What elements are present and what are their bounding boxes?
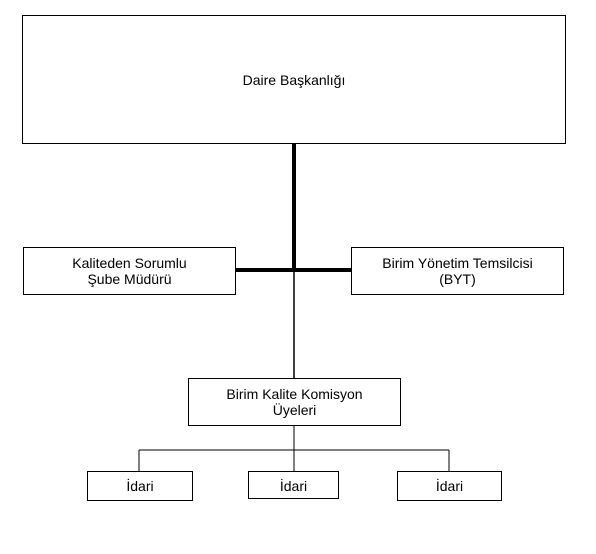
member-label: İdari	[435, 478, 464, 494]
member-box: İdari	[397, 471, 502, 501]
quality-manager-label: Kaliteden Sorumlu Şube Müdürü	[72, 255, 187, 287]
quality-committee-box: Birim Kalite Komisyon Üyeleri	[188, 378, 401, 426]
quality-manager-box: Kaliteden Sorumlu Şube Müdürü	[23, 247, 236, 295]
top-unit-label: Daire Başkanlığı	[242, 71, 346, 88]
quality-committee-label: Birim Kalite Komisyon Üyeleri	[226, 386, 363, 418]
member-box: İdari	[87, 471, 193, 501]
member-box: İdari	[248, 471, 339, 499]
member-label: İdari	[126, 478, 154, 494]
management-representative-label: Birim Yönetim Temsilcisi (BYT)	[382, 255, 533, 287]
management-representative-box: Birim Yönetim Temsilcisi (BYT)	[351, 247, 564, 295]
member-label: İdari	[279, 478, 308, 494]
top-unit-box: Daire Başkanlığı	[22, 15, 566, 144]
